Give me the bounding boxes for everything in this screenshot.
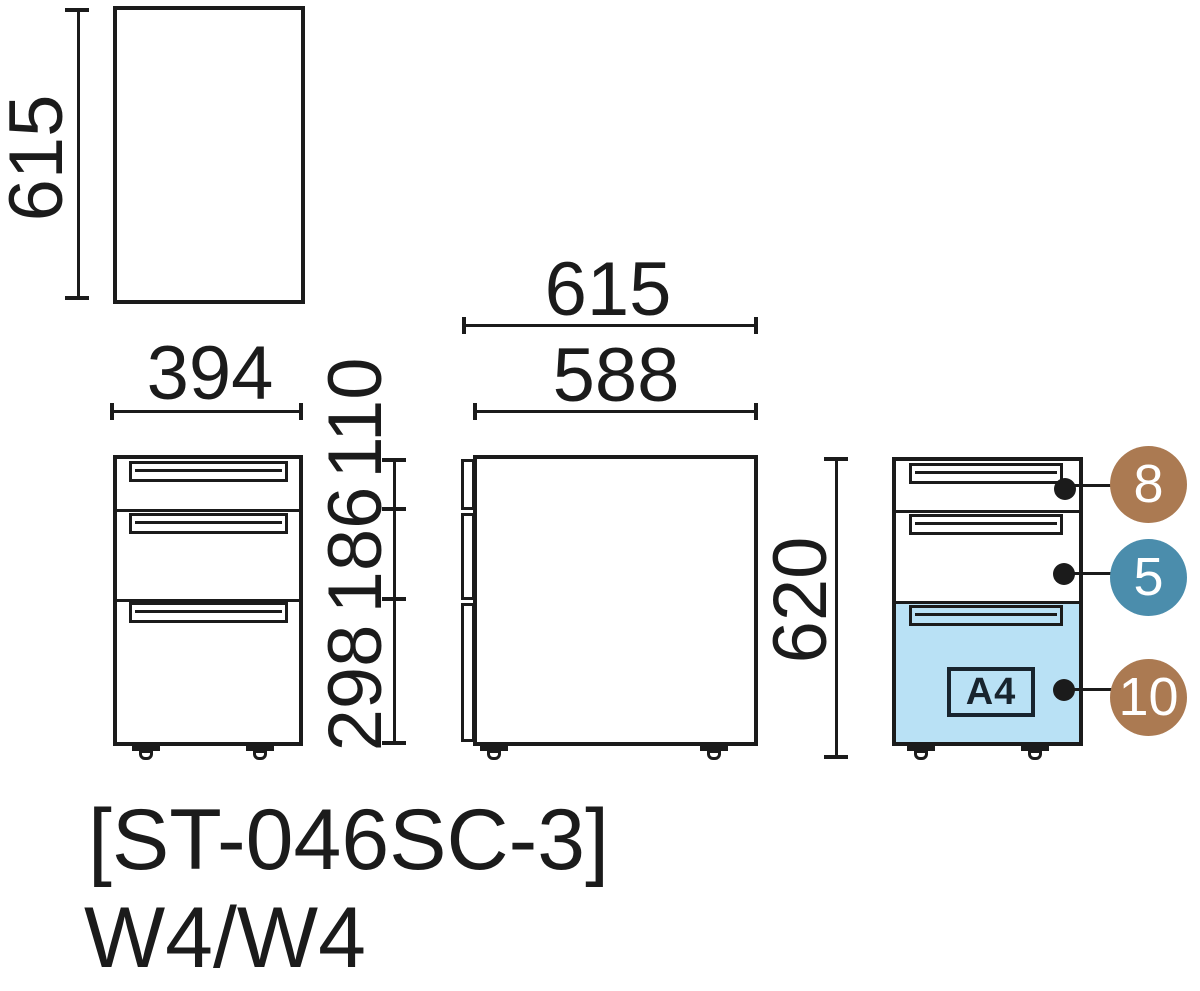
front-view-width-dim-line xyxy=(112,410,303,413)
dim-tick xyxy=(754,403,758,420)
dim-tick xyxy=(110,403,114,420)
dim-tick xyxy=(824,457,848,461)
caster-icon xyxy=(700,746,728,751)
callout-lead-line xyxy=(1064,572,1114,575)
drawer-height-dim-label-2: 186 xyxy=(313,486,398,614)
dim-tick xyxy=(382,741,406,745)
handle-groove xyxy=(135,610,282,613)
side-view-height-dim-label: 620 xyxy=(758,536,843,664)
drawer-height-dim-label-3: 298 xyxy=(313,624,398,752)
handle-groove xyxy=(915,471,1057,474)
caster-icon xyxy=(1021,746,1049,751)
dim-tick xyxy=(382,507,406,511)
dim-tick xyxy=(382,458,406,462)
callout-lead-line xyxy=(1064,484,1114,487)
side-view-height-dim-line xyxy=(835,458,838,758)
handle-groove xyxy=(135,521,282,524)
caster-icon xyxy=(132,746,160,751)
model-code-text: [ST-046SC-3] xyxy=(88,792,609,888)
front-view-drawer-dims-line xyxy=(393,459,396,745)
caster-icon xyxy=(480,746,508,751)
side-view-body-depth-dim-line xyxy=(473,410,758,413)
top-view-outline xyxy=(113,6,305,304)
callout-view-drawer-handle-1 xyxy=(909,463,1063,484)
front-view-drawer-divider-1 xyxy=(113,509,303,512)
handle-groove xyxy=(135,469,282,472)
dim-tick xyxy=(462,317,466,334)
front-view-drawer-handle-3 xyxy=(129,602,288,623)
dim-tick xyxy=(382,597,406,601)
handle-groove xyxy=(915,522,1057,525)
side-view-drawer-front-1 xyxy=(461,459,475,510)
callout-badge-10: 10 xyxy=(1110,659,1187,736)
dim-tick xyxy=(65,296,89,300)
callout-dot-icon xyxy=(1054,478,1076,500)
dim-tick xyxy=(824,755,848,759)
side-view-depth-dim-label: 615 xyxy=(544,247,672,332)
top-view-depth-dim-line xyxy=(77,8,80,300)
caster-icon xyxy=(1028,750,1042,760)
front-view-drawer-divider-2 xyxy=(113,599,303,602)
caster-icon xyxy=(487,750,501,760)
paper-size-label: A4 xyxy=(947,667,1035,717)
side-view-drawer-front-2 xyxy=(461,513,475,600)
callout-dot-icon xyxy=(1053,563,1075,585)
side-view-outline xyxy=(473,455,758,746)
dim-tick xyxy=(65,8,89,12)
dim-tick xyxy=(299,403,303,420)
callout-view-drawer-divider-1 xyxy=(892,510,1083,513)
front-view-drawer-handle-2 xyxy=(129,513,288,534)
dim-tick xyxy=(473,403,477,420)
caster-icon xyxy=(253,750,267,760)
front-view-width-dim-label: 394 xyxy=(146,331,274,416)
callout-badge-5: 5 xyxy=(1110,539,1187,616)
front-view-drawer-handle-1 xyxy=(129,461,288,482)
caster-icon xyxy=(246,746,274,751)
caster-icon xyxy=(139,750,153,760)
caster-icon xyxy=(707,750,721,760)
callout-view-drawer-divider-2 xyxy=(892,601,1083,604)
callout-lead-line xyxy=(1064,688,1114,691)
caster-icon xyxy=(914,750,928,760)
dim-tick xyxy=(754,317,758,334)
top-view-depth-dim-label: 615 xyxy=(0,94,79,222)
caster-icon xyxy=(907,746,935,751)
callout-view-drawer-handle-2 xyxy=(909,514,1063,535)
color-code-text: W4/W4 xyxy=(84,890,366,986)
callout-dot-icon xyxy=(1053,679,1075,701)
side-view-depth-dim-line xyxy=(462,324,758,327)
side-view-body-depth-dim-label: 588 xyxy=(552,333,680,418)
callout-badge-8: 8 xyxy=(1110,446,1187,523)
side-view-drawer-front-3 xyxy=(461,603,475,742)
callout-view-drawer-handle-3 xyxy=(909,605,1063,626)
handle-groove xyxy=(915,613,1057,616)
